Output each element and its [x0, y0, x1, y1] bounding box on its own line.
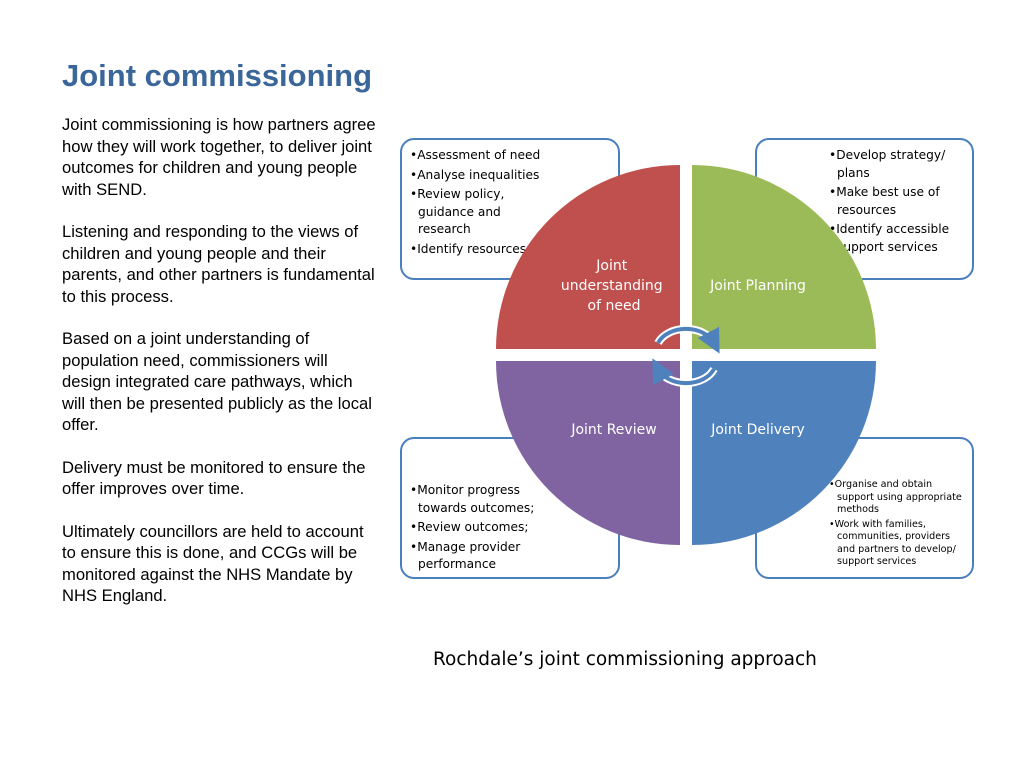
delivery-activities-box: Organise and obtain support using approp… — [755, 437, 974, 579]
paragraph: Joint commissioning is how partners agre… — [62, 115, 376, 199]
paragraph: Delivery must be monitored to ensure the… — [62, 457, 366, 499]
list-item: Identify resources — [410, 241, 612, 259]
paragraph: Based on a joint understanding of popula… — [62, 329, 372, 434]
paragraph: Ultimately councillors are held to accou… — [62, 521, 364, 606]
cycle-arrows-icon — [652, 324, 720, 388]
list-item: Monitor progress towards outcomes; — [410, 482, 548, 517]
page-title: Joint commissioning — [62, 58, 373, 93]
list-item: Review outcomes; — [410, 519, 612, 537]
commissioning-cycle-diagram: Joint understanding of need Joint Planni… — [496, 165, 876, 545]
quadrant-joint-planning — [692, 165, 876, 349]
paragraph: Listening and responding to the views of… — [62, 222, 375, 306]
list-item: Identify accessible support services — [829, 221, 966, 256]
list-item: Develop strategy/ plans — [829, 147, 966, 182]
list-item: Make best use of resources — [829, 184, 966, 219]
quadrant-joint-review — [496, 361, 680, 545]
quadrant-label-review: Joint Review — [570, 422, 656, 438]
list-item: Analyse inequalities — [410, 167, 612, 185]
list-item: Manage provider performance — [410, 539, 548, 574]
body-text: Joint commissioning is how partners agre… — [62, 114, 380, 628]
list-item: Work with families, communities, provide… — [829, 519, 966, 569]
quadrant-label-planning: Joint Planning — [709, 278, 806, 294]
quadrant-joint-understanding — [496, 165, 680, 349]
quadrant-joint-delivery — [692, 361, 876, 545]
list-item: Organise and obtain support using approp… — [829, 479, 966, 517]
list-item: Review policy, guidance and research — [410, 186, 518, 239]
list-item: Assessment of need — [410, 147, 612, 165]
diagram-caption: Rochdale’s joint commissioning approach — [433, 649, 817, 670]
quadrant-label-delivery: Joint Delivery — [710, 422, 805, 438]
quadrant-label-need: Joint understanding of need — [561, 258, 667, 314]
